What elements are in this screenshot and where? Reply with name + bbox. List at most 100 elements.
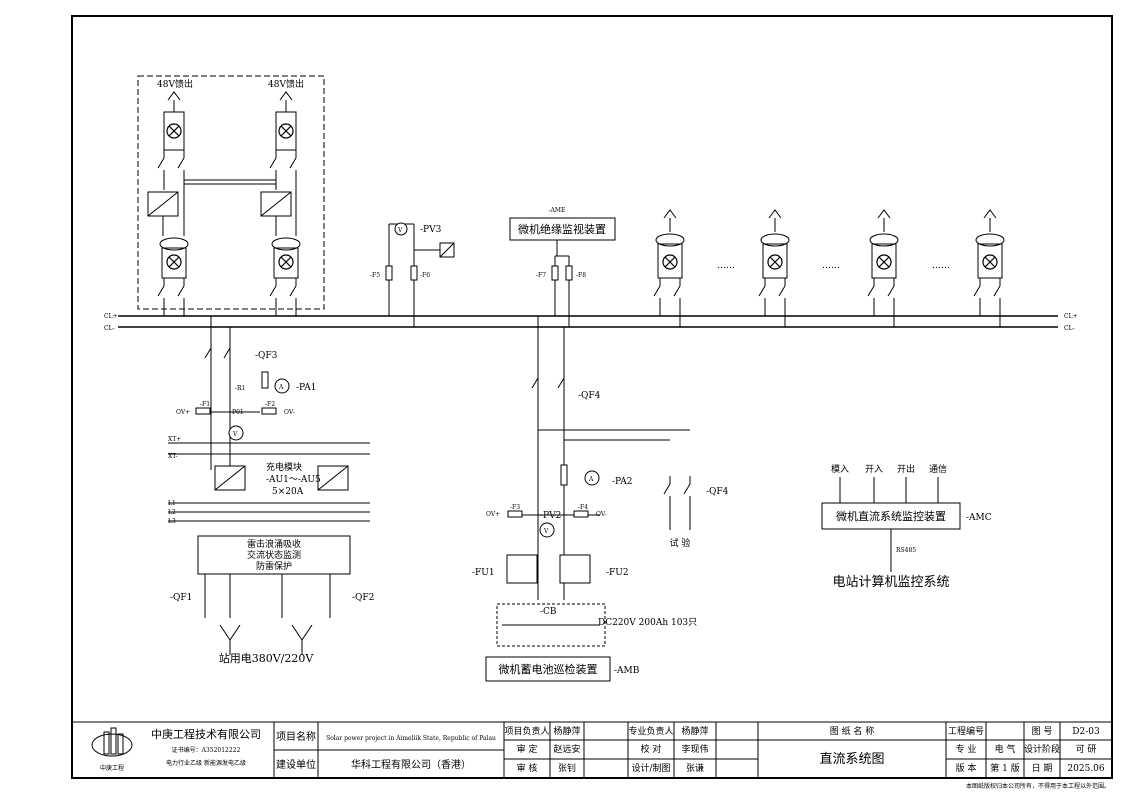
pv2-label: -PV2 (540, 511, 561, 521)
bus-label-minus-right: CL- (1064, 325, 1075, 332)
feeder-modules-right (653, 209, 1005, 327)
f1-label: -F1 (200, 401, 210, 408)
ammeter-pa2-symbol: A (588, 476, 594, 483)
cb-label: -CB (540, 607, 557, 617)
qf4-label-a: -QF4 (578, 391, 601, 401)
ov-plus-label-2: OV+ (486, 511, 500, 518)
surge-line-3: 防雷保护 (256, 560, 292, 572)
date-label: 日 期 (1032, 763, 1053, 774)
spec-lead-label: 专业负责人 (628, 725, 673, 737)
stage-label: 设计阶段 (1024, 743, 1060, 755)
proj-lead-label: 项目负责人 (504, 725, 549, 737)
design: 张谦 (686, 762, 704, 774)
drawing-name: 直流系统图 (819, 752, 884, 767)
version: 第 1 版 (990, 762, 1019, 774)
l3-label: L3 (168, 518, 176, 525)
bus-label-plus-left: CL+ (104, 313, 118, 320)
qf2-label: -QF2 (352, 593, 374, 603)
version-label: 版 本 (956, 762, 977, 774)
voltmeter-pv3 (385, 222, 455, 327)
ellipsis-1: …… (717, 261, 735, 271)
surge-line-2: 交流状态监测 (247, 549, 301, 561)
f6-label: -F6 (420, 272, 430, 279)
fig-no-label: 图 号 (1032, 726, 1053, 737)
amc-label: -AMC (966, 513, 992, 523)
dc-monitor-label: 微机直流系统监控装置 (836, 509, 946, 523)
ov-plus-label-1: OV+ (176, 409, 190, 416)
rs485-label: RS485 (896, 547, 916, 554)
amb-label: -AMB (614, 666, 640, 676)
l2-label: L2 (168, 509, 176, 516)
builder-value: 华科工程有限公司（香港） (351, 758, 471, 771)
drawing-name-label: 图 纸 名 称 (830, 725, 875, 737)
date: 2025.06 (1067, 764, 1104, 774)
insulation-monitor-label: 微机绝缘监视装置 (518, 222, 606, 236)
company-name: 中庚工程技术有限公司 (151, 727, 261, 741)
f8-label: -F8 (576, 272, 586, 279)
test-label: 试 验 (670, 537, 691, 549)
charger-title: 充电模块 (266, 461, 302, 473)
in-analog-label: 模入 (831, 464, 849, 475)
f2-label: -F2 (265, 401, 275, 408)
battery-section (485, 316, 691, 682)
charger-section (168, 316, 370, 655)
station-power-label: 站用电380V/220V (219, 651, 315, 665)
company-cert: 证书编号：A352012222 (172, 746, 241, 754)
bus-label-minus-left: CL- (104, 325, 115, 332)
ov-minus-label-1: OV- (284, 409, 295, 416)
qf4-label-b: -QF4 (706, 487, 729, 497)
ame-label: -AME (549, 207, 566, 214)
f4-label: -F4 (578, 504, 588, 511)
review-label: 审 定 (517, 743, 538, 755)
in-switch-label: 开入 (865, 464, 883, 475)
insulation-monitor-box (509, 217, 616, 241)
out-switch-label: 开出 (897, 463, 915, 475)
fu2-label: -FU2 (606, 568, 629, 578)
company-qual: 电力行业乙级 新能源发电乙级 (166, 759, 246, 767)
logo-text: 中庚工程 (100, 764, 124, 772)
ammeter-pa1-symbol: A (278, 384, 284, 391)
feeder-module-right (184, 91, 301, 316)
feeder-label-left: 48V馈出 (157, 78, 193, 90)
voltmeter-p01-symbol: V (232, 431, 238, 438)
surge-line-1: 雷击浪涌吸收 (247, 538, 301, 550)
title-block-grid (71, 721, 1113, 779)
pa2-label: -PA2 (612, 477, 633, 487)
charger-rating: 5×20A (272, 487, 304, 497)
f5-label: -F5 (370, 272, 380, 279)
proj-lead: 杨静萍 (553, 725, 580, 737)
spec-label: 专 业 (956, 743, 977, 755)
project-name-label: 项目名称 (276, 730, 316, 743)
battery-rating: DC220V 200Ah 103只 (598, 618, 697, 628)
qf3-label: -QF3 (255, 351, 278, 361)
voltmeter-pv3-symbol: V (397, 227, 403, 234)
xt-plus-label: XT+ (168, 436, 181, 443)
design-label: 设计/制图 (631, 762, 670, 774)
spec-lead: 杨静萍 (681, 725, 708, 737)
l1-label: L1 (168, 500, 176, 507)
spec: 电 气 (995, 743, 1016, 755)
pa1-label: -PA1 (296, 383, 317, 393)
xt-minus-label: XT- (168, 453, 178, 460)
proj-no-label: 工程编号 (948, 725, 984, 737)
p01-label: -P01 (230, 409, 244, 416)
company-logo (91, 727, 133, 757)
check-label: 校 对 (641, 743, 662, 755)
insulation-monitor-leads (551, 240, 573, 327)
r1-label: -R1 (235, 385, 245, 392)
battery-monitor-label: 微机蓄电池巡检装置 (499, 662, 598, 676)
feeder-label-right: 48V馈出 (268, 78, 304, 90)
audit: 张钊 (558, 762, 576, 774)
dc-monitor-connections (821, 477, 961, 572)
station-computer-label: 电站计算机监控系统 (832, 575, 949, 590)
bus-label-plus-right: CL+ (1064, 313, 1078, 320)
comm-label: 通信 (929, 463, 947, 475)
fig-no: D2-03 (1072, 727, 1100, 737)
stage: 可 研 (1076, 744, 1097, 755)
qf1-label: -QF1 (170, 593, 192, 603)
builder-label: 建设单位 (276, 758, 316, 771)
ellipsis-3: …… (932, 261, 950, 271)
ov-minus-label-2: OV- (596, 511, 607, 518)
feeder-module-left (147, 91, 189, 316)
f3-label: -F3 (510, 504, 520, 511)
